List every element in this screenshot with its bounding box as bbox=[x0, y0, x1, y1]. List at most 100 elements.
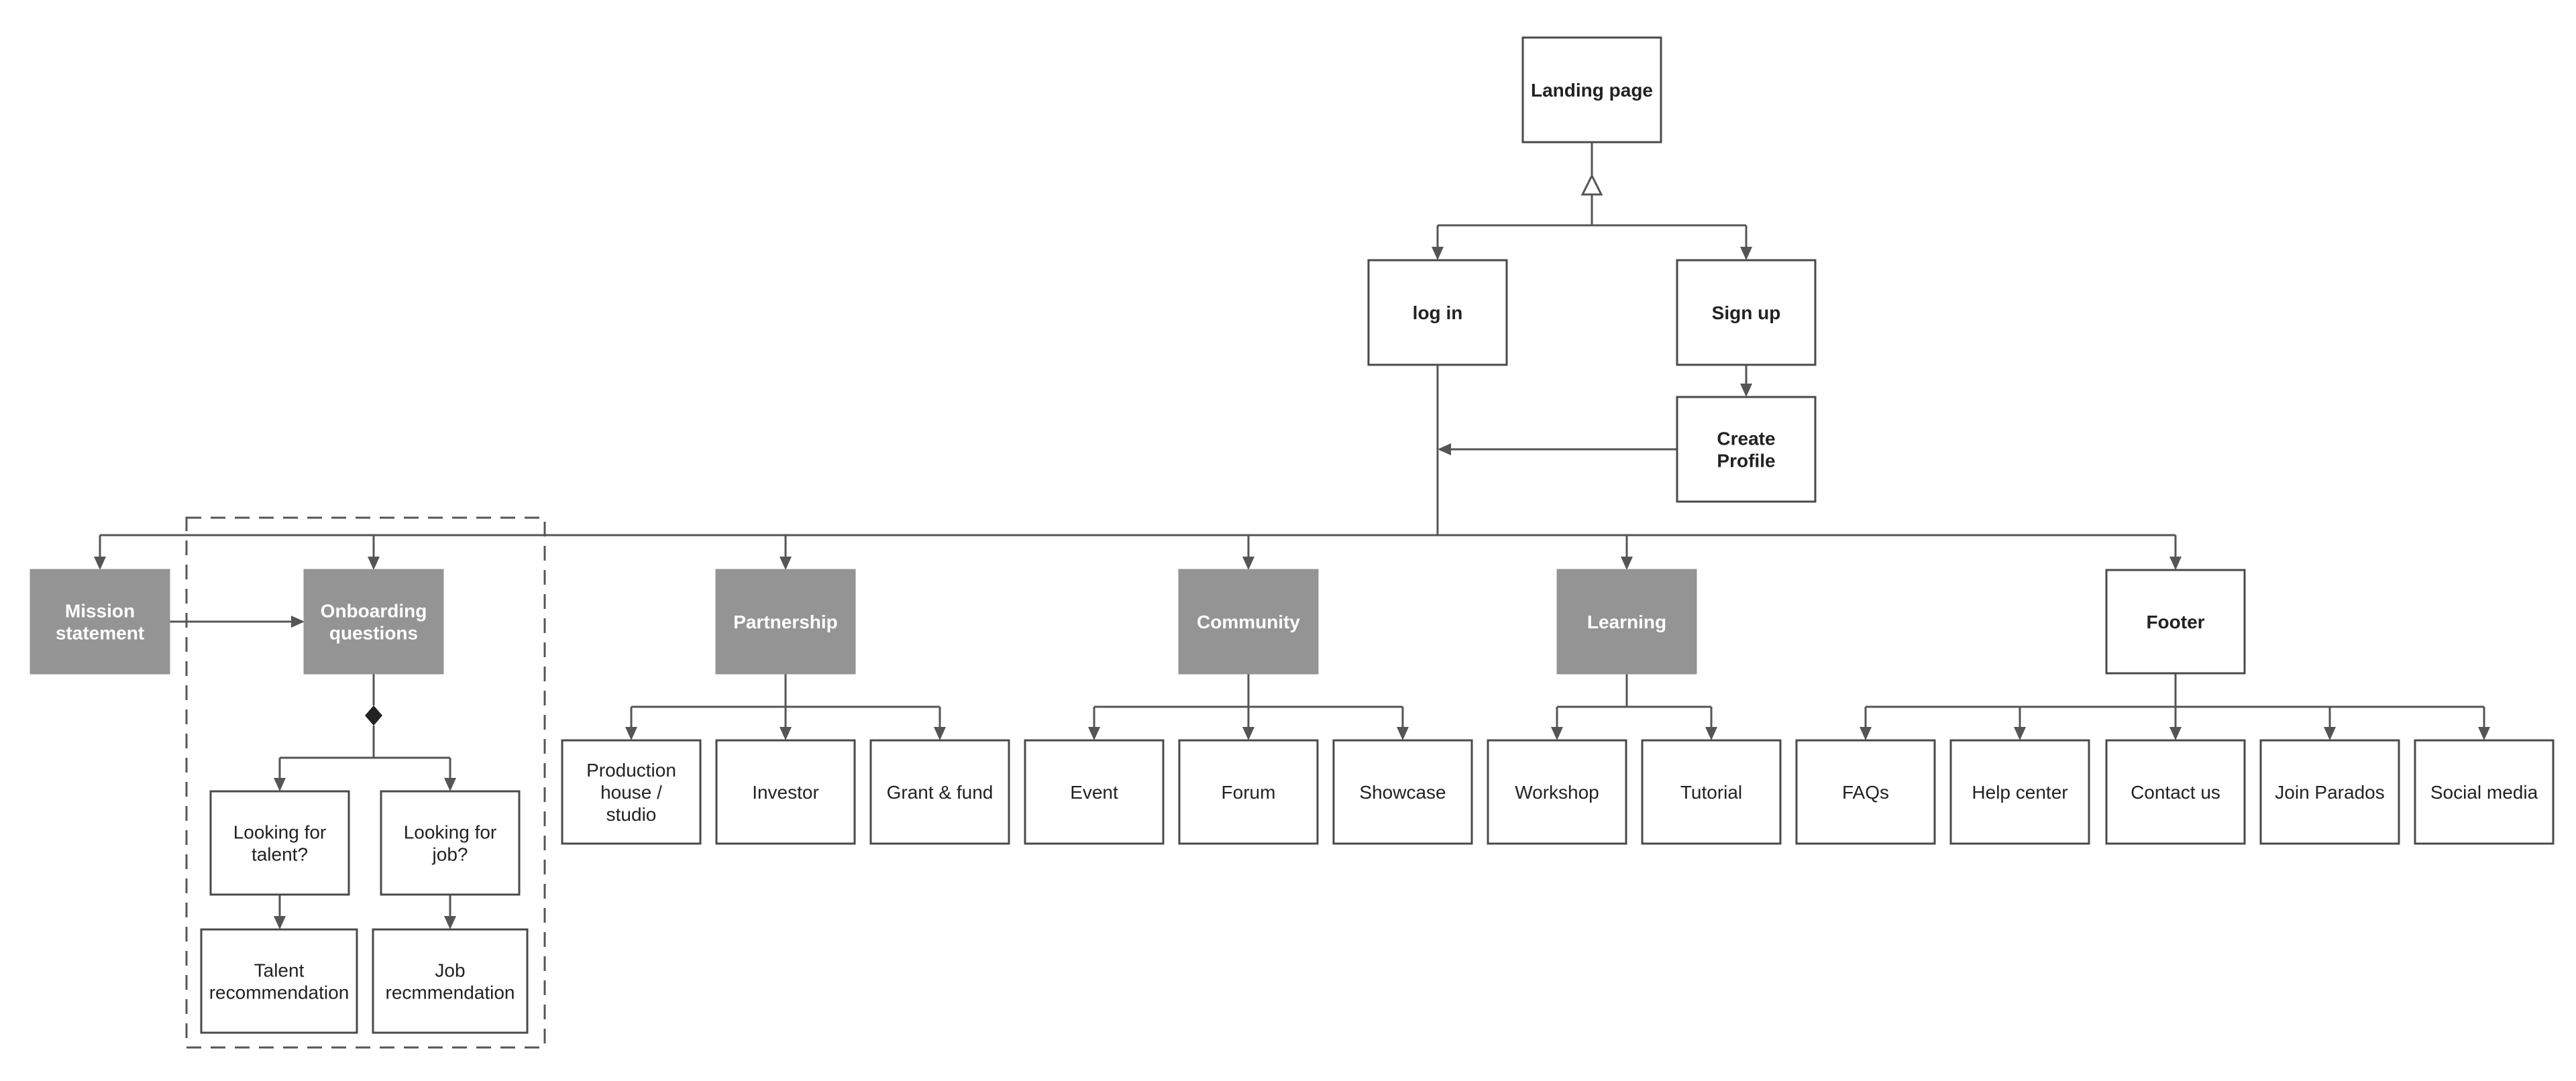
node-label: recmmendation bbox=[386, 982, 515, 1003]
node-label: Landing page bbox=[1531, 80, 1653, 101]
node-help-center: Help center bbox=[1949, 739, 2090, 845]
node-faqs: FAQs bbox=[1795, 739, 1936, 845]
node-box bbox=[372, 928, 529, 1034]
node-log-in: log in bbox=[1367, 259, 1508, 366]
node-join-parados: Join Parados bbox=[2259, 739, 2400, 845]
node-label: Profile bbox=[1717, 451, 1775, 471]
arrowhead bbox=[1740, 384, 1752, 397]
node-label: Looking for bbox=[233, 822, 327, 843]
node-label: Join Parados bbox=[2275, 782, 2384, 803]
node-landing-page: Landing page bbox=[1521, 36, 1662, 144]
arrowhead bbox=[2014, 727, 2026, 740]
node-label: statement bbox=[56, 623, 144, 644]
arrowhead bbox=[1740, 247, 1752, 260]
node-showcase: Showcase bbox=[1332, 739, 1473, 845]
node-footer: Footer bbox=[2105, 569, 2246, 675]
node-box bbox=[1178, 739, 1319, 845]
arrowhead bbox=[2478, 727, 2490, 740]
node-grant-fund: Grant & fund bbox=[869, 739, 1010, 845]
arrowhead bbox=[94, 557, 106, 570]
node-label: job? bbox=[432, 844, 468, 865]
node-box bbox=[200, 928, 358, 1034]
node-label: Workshop bbox=[1515, 782, 1599, 803]
node-box bbox=[869, 739, 1010, 845]
arrowhead bbox=[1432, 247, 1444, 260]
arrowhead bbox=[1438, 443, 1451, 455]
arrowhead bbox=[368, 557, 380, 570]
node-workshop: Workshop bbox=[1487, 739, 1627, 845]
arrowhead bbox=[2324, 727, 2336, 740]
node-partnership: Partnership bbox=[715, 569, 856, 675]
node-event: Event bbox=[1024, 739, 1165, 845]
node-investor: Investor bbox=[715, 739, 856, 845]
node-label: Forum bbox=[1222, 782, 1276, 803]
hollow-arrow bbox=[1580, 173, 1603, 196]
node-box bbox=[1332, 739, 1473, 845]
node-box bbox=[209, 790, 350, 896]
arrowhead bbox=[2169, 557, 2182, 570]
node-label: Showcase bbox=[1359, 782, 1446, 803]
node-box bbox=[2105, 569, 2246, 675]
arrowhead bbox=[934, 727, 946, 740]
node-label: questions bbox=[329, 623, 418, 644]
node-box bbox=[1367, 259, 1508, 366]
arrowhead bbox=[625, 727, 637, 740]
arrowhead bbox=[1397, 727, 1409, 740]
node-box bbox=[1676, 396, 1817, 503]
node-label: studio bbox=[606, 804, 657, 825]
node-box bbox=[1521, 36, 1662, 144]
node-box bbox=[2259, 739, 2400, 845]
arrowhead bbox=[1621, 557, 1633, 570]
decision-diamond bbox=[365, 705, 382, 726]
node-box bbox=[1949, 739, 2090, 845]
arrowhead bbox=[780, 557, 792, 570]
node-label: Tutorial bbox=[1680, 782, 1742, 803]
node-label: Looking for bbox=[404, 822, 497, 843]
node-forum: Forum bbox=[1178, 739, 1319, 845]
node-label: FAQs bbox=[1842, 782, 1889, 803]
arrowhead bbox=[1551, 727, 1563, 740]
node-label: Sign up bbox=[1712, 302, 1781, 323]
node-label: Event bbox=[1070, 782, 1118, 803]
node-social-media: Social media bbox=[2414, 739, 2555, 845]
node-label: Footer bbox=[2146, 612, 2204, 632]
arrowhead bbox=[274, 916, 286, 929]
node-box bbox=[715, 739, 856, 845]
node-tutorial: Tutorial bbox=[1641, 739, 1782, 845]
node-sign-up: Sign up bbox=[1676, 259, 1817, 366]
node-box bbox=[1024, 739, 1165, 845]
node-community: Community bbox=[1178, 569, 1319, 675]
node-label: Onboarding bbox=[321, 601, 427, 622]
node-label: Social media bbox=[2430, 782, 2538, 803]
node-label: Help center bbox=[1972, 782, 2068, 803]
node-label: Partnership bbox=[733, 612, 838, 632]
node-box bbox=[2105, 739, 2246, 845]
node-box bbox=[1676, 259, 1817, 366]
node-label: Mission bbox=[65, 601, 135, 622]
node-label: recommendation bbox=[209, 982, 350, 1003]
node-label: Grant & fund bbox=[887, 782, 994, 803]
node-label: Contact us bbox=[2131, 782, 2220, 803]
node-label: Talent bbox=[254, 960, 305, 981]
node-label: Production bbox=[586, 760, 676, 781]
node-box bbox=[1556, 569, 1697, 675]
node-label: Job bbox=[435, 960, 465, 981]
arrowhead bbox=[274, 778, 286, 791]
arrowhead bbox=[1860, 727, 1872, 740]
node-label: house / bbox=[600, 782, 662, 803]
node-label: Create bbox=[1717, 429, 1775, 449]
node-box bbox=[1795, 739, 1936, 845]
arrowhead bbox=[291, 616, 305, 628]
node-label: log in bbox=[1413, 302, 1463, 323]
node-label: Investor bbox=[752, 782, 819, 803]
arrowhead bbox=[780, 727, 792, 740]
arrowhead bbox=[2169, 727, 2182, 740]
node-box bbox=[2414, 739, 2555, 845]
node-box bbox=[303, 569, 444, 675]
